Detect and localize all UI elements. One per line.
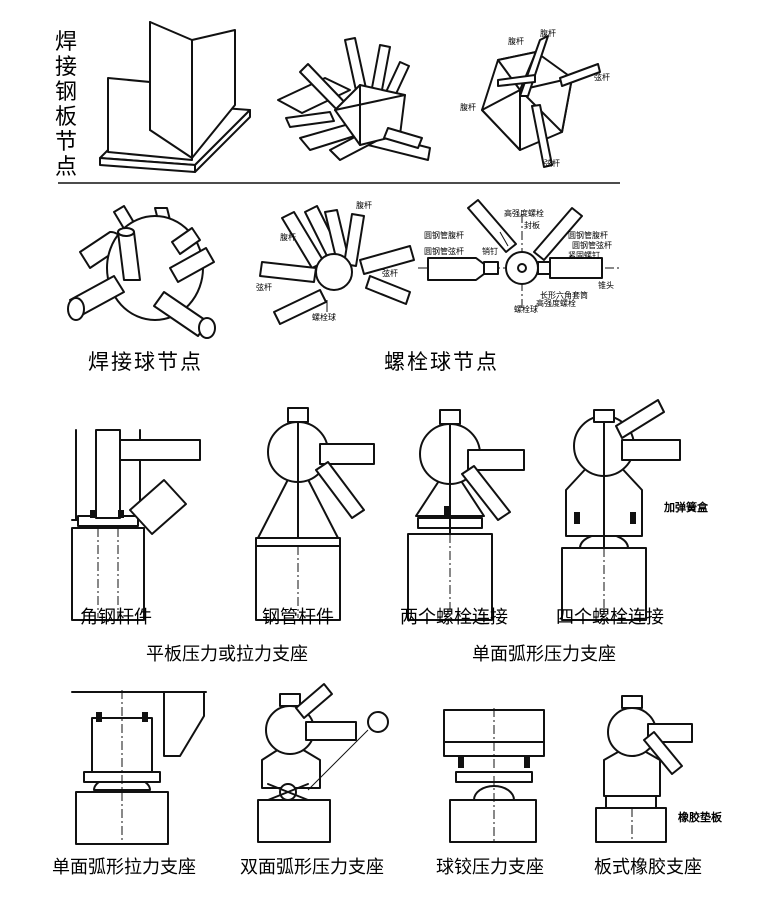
plate-node-label-4: 腹杆 bbox=[460, 103, 476, 112]
plate-node-label-3: 弦杆 bbox=[594, 73, 610, 82]
welded-plate-node-1 bbox=[99, 21, 251, 173]
support-caption-steel-tube: 钢管杆件 bbox=[262, 607, 334, 628]
detail-label-pin: 销钉 bbox=[482, 247, 498, 256]
support-plate-rubber bbox=[595, 695, 693, 843]
spring-box-callout: 加弹簧盒 bbox=[664, 501, 708, 514]
detail-label-fastening-screw: 紧固螺钉 bbox=[568, 251, 600, 260]
bolted-ball-node-sketch bbox=[259, 205, 415, 325]
group-caption-flat-plate: 平板压力或拉力支座 bbox=[146, 644, 308, 665]
sketch-label-chord-1: 弦杆 bbox=[382, 269, 398, 278]
detail-label-chord-tube-1: 圆钢管弦杆 bbox=[424, 247, 464, 256]
group-caption-single-arc: 单面弧形压力支座 bbox=[472, 644, 616, 665]
welded-plate-node-title: 焊接钢板节点 bbox=[55, 30, 78, 180]
support-caption-two-bolt: 两个螺栓连接 bbox=[400, 607, 508, 628]
bolted-ball-node-detail bbox=[418, 199, 620, 310]
welded-ball-node-drawing bbox=[67, 205, 216, 339]
support-single-arc-tension bbox=[71, 690, 207, 845]
support-ball-hinge bbox=[443, 708, 545, 843]
detail-label-hs-bolt-1: 高强度螺栓 bbox=[504, 209, 544, 218]
support-steel-tube bbox=[255, 407, 375, 621]
welded-plate-node-3 bbox=[481, 35, 601, 168]
detail-label-cone-head: 锥头 bbox=[598, 281, 614, 290]
bolted-ball-node-caption: 螺栓球节点 bbox=[384, 350, 499, 374]
detail-label-hs-bolt-2: 高强度螺栓 bbox=[536, 299, 576, 308]
detail-label-chord-tube-2: 圆钢管弦杆 bbox=[572, 241, 612, 250]
rubber-pad-callout: 橡胶垫板 bbox=[678, 811, 722, 824]
welded-plate-node-2 bbox=[277, 37, 431, 161]
sketch-label-chord-2: 弦杆 bbox=[256, 283, 272, 292]
sketch-label-ball: 螺栓球 bbox=[312, 313, 336, 322]
support-four-bolt bbox=[561, 399, 681, 621]
plate-node-label-2: 腹杆 bbox=[540, 29, 556, 38]
detail-label-hex-sleeve: 长形六角套筒 bbox=[540, 291, 588, 300]
support-two-bolt bbox=[407, 409, 525, 621]
detail-label-web-tube-2: 圆钢管腹杆 bbox=[568, 231, 608, 240]
plate-node-label-5: 弦杆 bbox=[544, 159, 560, 168]
detail-label-bolt-ball: 螺栓球 bbox=[514, 305, 538, 314]
support-caption-four-bolt: 四个螺栓连接 bbox=[556, 607, 664, 628]
support-double-arc-compression bbox=[257, 683, 389, 843]
plate-node-label-1: 腹杆 bbox=[508, 37, 524, 46]
sketch-label-web-2: 腹杆 bbox=[280, 233, 296, 242]
detail-label-web-tube-1: 圆钢管腹杆 bbox=[424, 231, 464, 240]
welded-ball-node-caption: 焊接球节点 bbox=[88, 350, 203, 374]
sketch-label-web-1: 腹杆 bbox=[356, 201, 372, 210]
support-caption-angle-steel: 角钢杆件 bbox=[80, 607, 152, 628]
support-caption-plate-rubber: 板式橡胶支座 bbox=[594, 857, 702, 878]
support-caption-ball-hinge: 球铰压力支座 bbox=[436, 857, 544, 878]
support-angle-steel bbox=[71, 429, 201, 621]
detail-label-seal-plate: 封板 bbox=[524, 221, 540, 230]
support-caption-double-arc: 双面弧形压力支座 bbox=[240, 857, 384, 878]
support-caption-single-arc-tension: 单面弧形拉力支座 bbox=[52, 857, 196, 878]
